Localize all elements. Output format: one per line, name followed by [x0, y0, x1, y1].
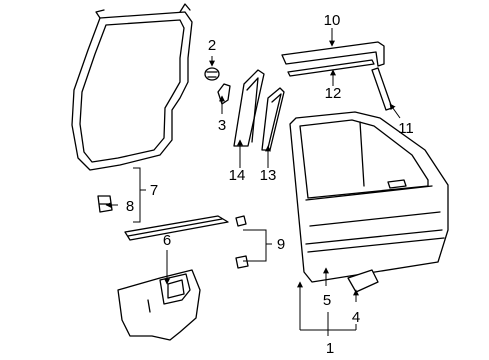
callout-3: 3 [218, 117, 226, 134]
callout-6: 6 [163, 232, 171, 249]
door-weatherstrip-part [71, 3, 193, 171]
roof-molding-part [281, 41, 385, 67]
rear-molding-part [371, 67, 393, 111]
door-attachment-part [347, 269, 379, 293]
callout-5: 5 [323, 292, 331, 309]
callout-12: 12 [325, 85, 342, 102]
clip-part [204, 67, 220, 81]
bracket-part [217, 83, 231, 105]
molding-clip-part [235, 215, 249, 269]
callout-8: 8 [126, 198, 134, 215]
rear-door-shell-part [289, 111, 449, 283]
callout-4: 4 [352, 309, 360, 326]
callout-7: 7 [150, 182, 158, 199]
callout-14: 14 [229, 167, 246, 184]
callout-2: 2 [208, 37, 216, 54]
belt-molding-part [287, 59, 375, 77]
callout-10: 10 [324, 12, 341, 29]
weatherstrip-clip-part [97, 195, 113, 213]
callout-9: 9 [277, 236, 285, 253]
rear-pillar-garnish-part [261, 87, 285, 151]
callout-13: 13 [260, 167, 277, 184]
leader-lines [105, 28, 401, 336]
callout-1: 1 [326, 340, 334, 357]
side-molding-part [124, 215, 229, 241]
callout-11: 11 [398, 120, 414, 137]
front-pillar-garnish-part [233, 69, 265, 147]
door-trim-panel-part [117, 269, 201, 341]
